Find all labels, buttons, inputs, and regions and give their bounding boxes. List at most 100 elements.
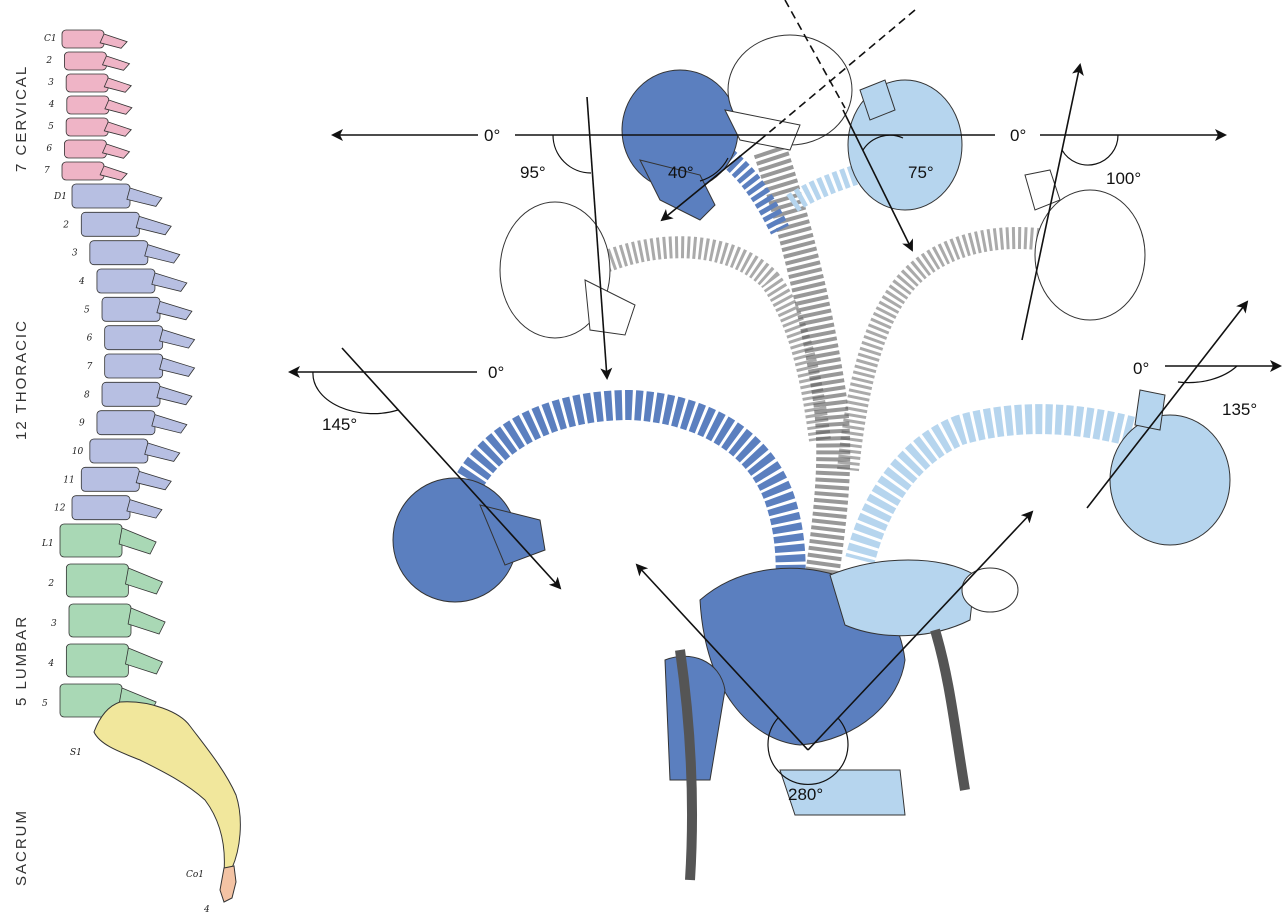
angle-label-100: 100° [1106, 169, 1141, 188]
thoracic-vertebra [72, 496, 130, 520]
angle-label-145: 145° [322, 415, 357, 434]
cervical-spinous-process [105, 100, 132, 114]
thoracic-spinous-process [145, 245, 180, 263]
cervical-vertebrae [62, 30, 132, 180]
vertebra-number-label: 5 [42, 699, 48, 709]
angle-label-135: 135° [1222, 400, 1257, 419]
vertebra-number-label: 2 [62, 220, 69, 230]
figure-chest [830, 560, 975, 636]
cervical-spinous-process [103, 144, 130, 158]
vertebra-number-label: D1 [53, 192, 67, 202]
skull-icon [1110, 390, 1230, 545]
vertebra-number-label: 8 [84, 390, 90, 400]
thoracic-spinous-process [145, 443, 180, 461]
thoracic-vertebra [105, 326, 163, 350]
thoracic-vertebra [97, 269, 155, 293]
cervical-vertebra [67, 96, 109, 114]
lumbar-spinous-process [125, 568, 162, 594]
thoracic-vertebra [72, 184, 130, 208]
arc-145 [313, 372, 398, 414]
vertebra-number-label: Co1 [186, 870, 204, 880]
lumbar-vertebra [69, 604, 131, 637]
vertebra-number-label: 10 [72, 447, 84, 457]
cervical-spinous-process [104, 122, 131, 136]
cervical-vertebra [62, 30, 104, 48]
vertebra-number-label: 5 [84, 305, 90, 315]
angle-label-95: 95° [520, 163, 546, 182]
region-labels: 7 CERVICAL 12 THORACIC 5 LUMBAR SACRUM [13, 65, 30, 886]
vertebra-number-label: 4 [203, 905, 210, 915]
thoracic-vertebra [97, 411, 155, 435]
spine-extension-100 [848, 238, 1045, 470]
vertebra-number-label: 6 [87, 334, 93, 344]
lumbar-spinous-process [119, 528, 156, 554]
vertebra-number-label: 3 [48, 78, 54, 88]
skull-icon [848, 80, 962, 210]
thoracic-vertebra [90, 241, 148, 265]
thoracic-vertebra [102, 382, 160, 406]
thoracic-vertebra [81, 212, 139, 236]
angle-label-0-top-left: 0° [484, 126, 500, 145]
sacrum-bone [94, 702, 240, 872]
vertebra-number-label: 7 [44, 166, 50, 176]
thoracic-spinous-process [160, 330, 195, 348]
vertebra-number-label: 2 [45, 56, 52, 66]
vertebra-number-label: 9 [79, 419, 85, 429]
thoracic-spinous-process [157, 386, 192, 404]
lumbar-spinous-process [128, 608, 165, 634]
thoracic-spinous-process [152, 273, 187, 291]
region-label-thoracic: 12 THORACIC [13, 319, 30, 440]
thoracic-vertebra [102, 297, 160, 321]
thoracic-spinous-process [136, 471, 171, 489]
thoracic-vertebra [105, 354, 163, 378]
cervical-vertebra [66, 74, 108, 92]
skull-icon [393, 478, 545, 602]
lumbar-vertebra [60, 524, 122, 557]
lumbar-vertebra [66, 644, 128, 677]
labeled-spine: 7 CERVICAL 12 THORACIC 5 LUMBAR SACRUM C… [13, 30, 240, 915]
skull-icon [725, 35, 852, 150]
spine-flexion-145 [470, 405, 791, 590]
arc-95 [553, 135, 591, 173]
skull-icon [1025, 170, 1145, 320]
angle-label-40: 40° [668, 163, 694, 182]
thoracic-vertebra [90, 439, 148, 463]
lumbar-vertebrae [60, 524, 165, 717]
vertebra-number-label: S1 [70, 748, 82, 758]
human-figure-icon [665, 560, 1018, 880]
thoracic-vertebra [81, 467, 139, 491]
vertebra-number-label: C1 [44, 34, 57, 44]
thoracic-spinous-process [136, 216, 171, 234]
cervical-vertebra [66, 118, 108, 136]
vertebra-number-label: 6 [46, 144, 52, 154]
angle-label-0-mid-right: 0° [1133, 359, 1149, 378]
vertebra-number-label: 4 [78, 277, 85, 287]
thoracic-spinous-process [127, 500, 162, 518]
vertebra-number-label: 11 [63, 475, 74, 485]
region-label-sacrum: SACRUM [13, 809, 30, 886]
region-label-cervical: 7 CERVICAL [13, 65, 30, 172]
skull-icon [622, 70, 738, 220]
coccyx-bone [220, 866, 236, 902]
cervical-spinous-process [100, 34, 127, 48]
vertebra-number-label: 4 [48, 100, 55, 110]
angle-label-0-mid-left: 0° [488, 363, 504, 382]
angle-label-280: 280° [788, 785, 823, 804]
lumbar-spinous-process [125, 648, 162, 674]
vertebra-number-label: 12 [54, 504, 66, 514]
lumbar-vertebra [66, 564, 128, 597]
thoracic-spinous-process [160, 358, 195, 376]
cervical-spinous-process [103, 56, 130, 70]
cervical-vertebra [64, 140, 106, 158]
vertebra-number-label: 4 [47, 659, 54, 669]
vertebra-number-label: 5 [48, 122, 54, 132]
region-label-lumbar: 5 LUMBAR [13, 615, 30, 706]
figure-arm [935, 630, 965, 790]
skulls [393, 35, 1230, 602]
arc-100 [1062, 135, 1118, 165]
cervical-spinous-process [104, 78, 131, 92]
vertebra-number-label: 3 [51, 619, 57, 629]
cervical-spinous-process [100, 166, 127, 180]
